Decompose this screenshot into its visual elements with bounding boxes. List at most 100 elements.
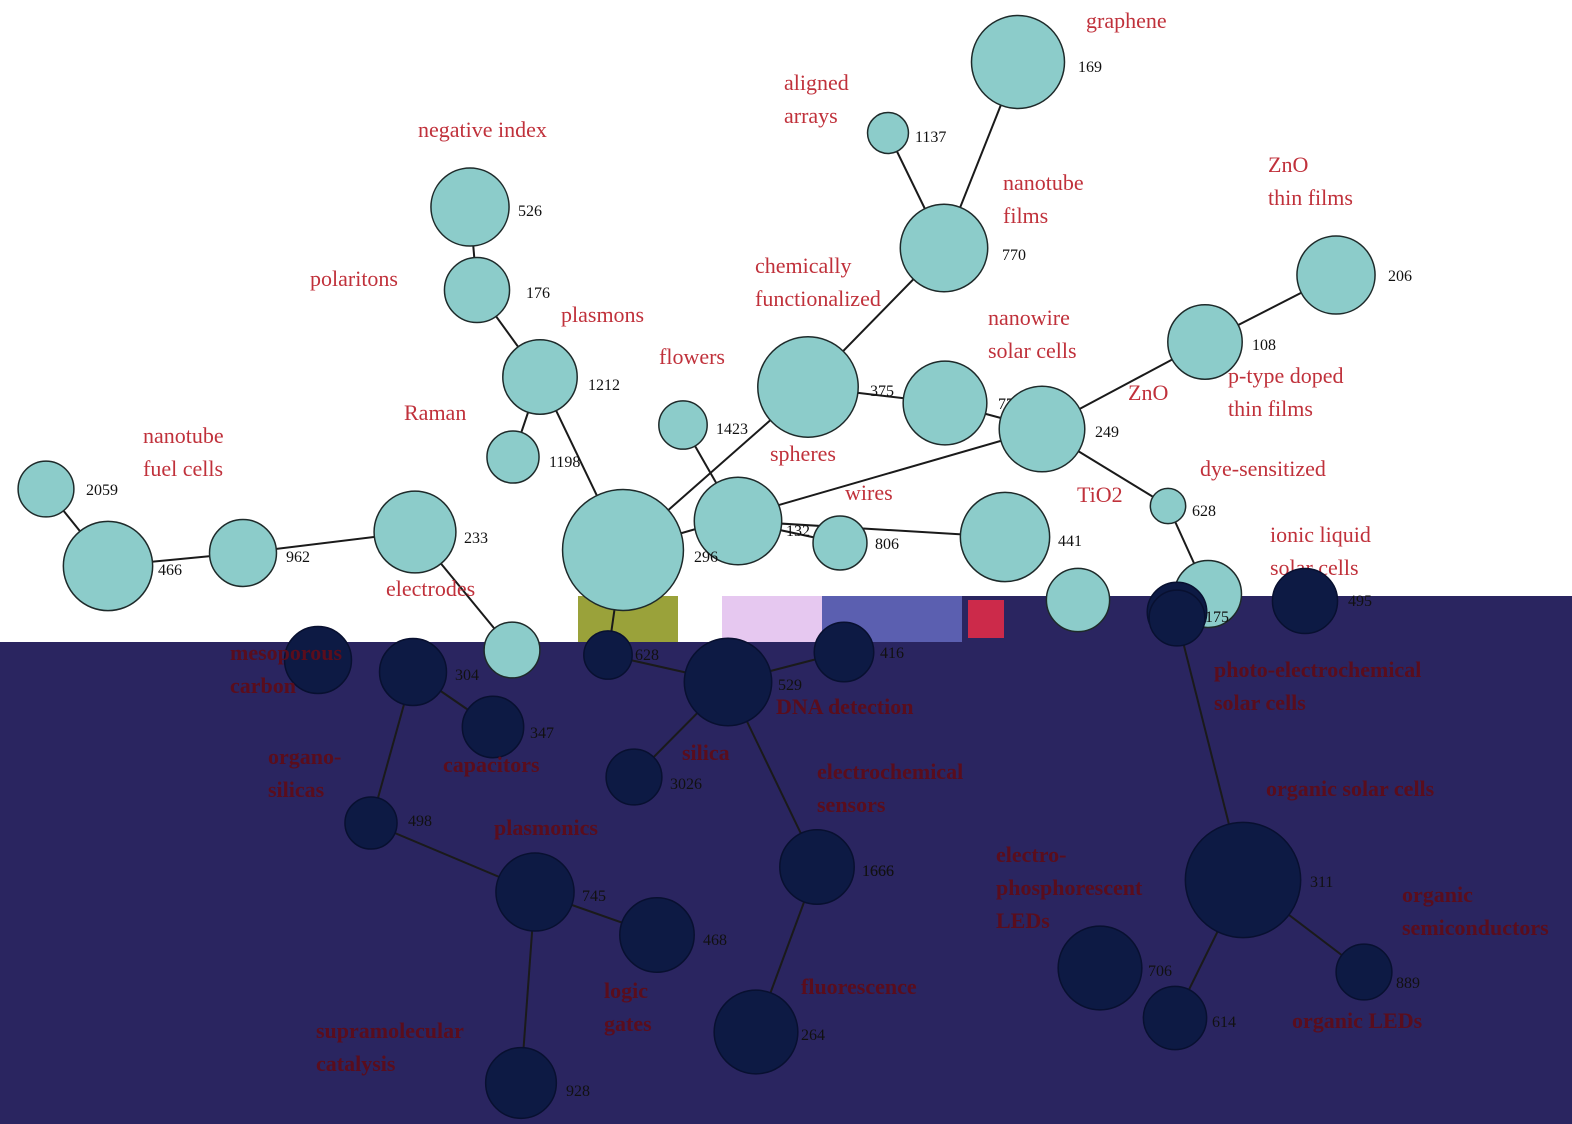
node-mesoporous[interactable] — [283, 625, 353, 695]
node-n495[interactable] — [1271, 567, 1339, 635]
count-n495: 495 — [1348, 593, 1372, 610]
count-organosilicas: 498 — [408, 813, 432, 830]
node-n304[interactable] — [378, 637, 448, 707]
count-n_b1: 628 — [635, 647, 659, 664]
count-plasmons: 1212 — [588, 377, 620, 394]
label-dye: dye-sensitized — [1200, 456, 1326, 481]
node-tio2[interactable] — [959, 491, 1051, 583]
node-electrophos[interactable] — [1057, 925, 1143, 1011]
label-supramolecular: catalysis — [316, 1051, 396, 1076]
label-tio2: TiO2 — [1077, 482, 1123, 507]
node-p_type[interactable] — [1167, 304, 1243, 380]
node-organosilicas[interactable] — [344, 796, 398, 850]
label-zno_thin_films: thin films — [1268, 185, 1353, 210]
count-n304: 304 — [455, 667, 479, 684]
node-plasmons[interactable] — [502, 339, 578, 415]
node-fluorescence[interactable] — [713, 989, 799, 1075]
label-flowers: flowers — [659, 344, 725, 369]
node-supramolecular[interactable] — [484, 1046, 558, 1120]
node-n_b1[interactable] — [583, 630, 633, 680]
node-graphene[interactable] — [970, 14, 1066, 110]
node-negative_index[interactable] — [430, 167, 510, 247]
count-tio2: 441 — [1058, 533, 1082, 550]
label-logic_gates: gates — [604, 1011, 652, 1036]
node-photo_electro[interactable] — [1148, 589, 1206, 647]
label-organosilicas: organo- — [268, 744, 341, 769]
node-spheres[interactable] — [693, 476, 783, 566]
label-aligned_arrays: aligned — [784, 70, 849, 95]
node-nanowire_solar[interactable] — [902, 360, 988, 446]
count-dna: 529 — [778, 677, 802, 694]
label-nanowire_solar: solar cells — [988, 338, 1077, 363]
node-dye[interactable] — [1149, 487, 1187, 525]
count-zno: 249 — [1095, 424, 1119, 441]
node-wires[interactable] — [812, 515, 868, 571]
count-polaritons: 176 — [526, 285, 550, 302]
node-organic_semi[interactable] — [1335, 943, 1393, 1001]
label-ionic_liquid: ionic liquid — [1270, 522, 1371, 547]
label-nanotube_films: nanotube — [1003, 170, 1084, 195]
count-negative_index: 526 — [518, 203, 542, 220]
node-organic_solar[interactable] — [1184, 821, 1302, 939]
node-chemically[interactable] — [757, 336, 859, 438]
glitch-strip-2 — [722, 596, 822, 642]
node-polaritons[interactable] — [443, 256, 511, 324]
node-zno[interactable] — [998, 385, 1086, 473]
dark-nodes-layer: 175495mesoporouscarboncapacitors347304or… — [230, 567, 1549, 1120]
node-raman[interactable] — [486, 430, 540, 484]
count-n466: 466 — [158, 562, 182, 579]
node-n_b3[interactable] — [813, 621, 875, 683]
count-silica: 3026 — [670, 776, 702, 793]
label-polaritons: polaritons — [310, 266, 398, 291]
node-flowers[interactable] — [658, 400, 708, 450]
count-logic: 468 — [703, 932, 727, 949]
node-big_center[interactable] — [561, 488, 685, 612]
node-n233[interactable] — [373, 490, 457, 574]
count-electrochem: 1666 — [862, 863, 894, 880]
label-negative_index: negative index — [418, 117, 547, 142]
node-electrochem_sensors[interactable] — [779, 829, 855, 905]
node-dna[interactable] — [683, 637, 773, 727]
node-electrodes[interactable] — [483, 621, 541, 679]
node-n_tio2_low[interactable] — [1045, 567, 1111, 633]
label-silica: silica — [682, 740, 730, 765]
count-zno_thin_films: 206 — [1388, 268, 1412, 285]
node-logic_gates[interactable] — [619, 897, 695, 973]
nodes-layer: graphene169alignedarrays1137nanotubefilm… — [17, 8, 1412, 679]
node-nanotube_fuel[interactable] — [17, 460, 75, 518]
label-chemically: chemically — [755, 253, 852, 278]
node-n962[interactable] — [208, 518, 278, 588]
label-nanotube_films: films — [1003, 203, 1048, 228]
label-organic_solar: organic solar cells — [1266, 776, 1435, 801]
label-raman: Raman — [404, 400, 466, 425]
node-zno_thin_films[interactable] — [1296, 235, 1376, 315]
label-electrophos: electro- — [996, 842, 1066, 867]
label-organosilicas: silicas — [268, 777, 325, 802]
label-organic_semi: semiconductors — [1402, 915, 1549, 940]
count-n_b3: 416 — [880, 645, 904, 662]
node-n466[interactable] — [62, 520, 154, 612]
label-nanotube_fuel: fuel cells — [143, 456, 223, 481]
label-nanotube_fuel: nanotube — [143, 423, 224, 448]
node-aligned_arrays[interactable] — [866, 111, 910, 155]
edge-zno-big_center — [622, 428, 1043, 551]
label-supramolecular: supramolecular — [316, 1018, 464, 1043]
node-n_b_d[interactable] — [1142, 985, 1208, 1051]
label-electrodes: electrodes — [386, 576, 475, 601]
node-plasmonics[interactable] — [495, 852, 575, 932]
node-nanotube_films[interactable] — [899, 203, 989, 293]
label-fluorescence: fluorescence — [801, 974, 917, 999]
node-capacitors[interactable] — [461, 695, 525, 759]
label-organic_leds: organic LEDs — [1292, 1008, 1423, 1033]
count-dye: 628 — [1192, 503, 1216, 520]
count-electrophos: 706 — [1148, 963, 1172, 980]
count-graphene: 169 — [1078, 59, 1102, 76]
node-silica[interactable] — [605, 748, 663, 806]
label-logic_gates: logic — [604, 978, 648, 1003]
count-nanotube_films: 770 — [1002, 247, 1026, 264]
count-spheres: 132 — [786, 523, 810, 540]
count-n233: 233 — [464, 530, 488, 547]
label-plasmons: plasmons — [561, 302, 644, 327]
glitch-strip-5 — [968, 600, 1004, 638]
